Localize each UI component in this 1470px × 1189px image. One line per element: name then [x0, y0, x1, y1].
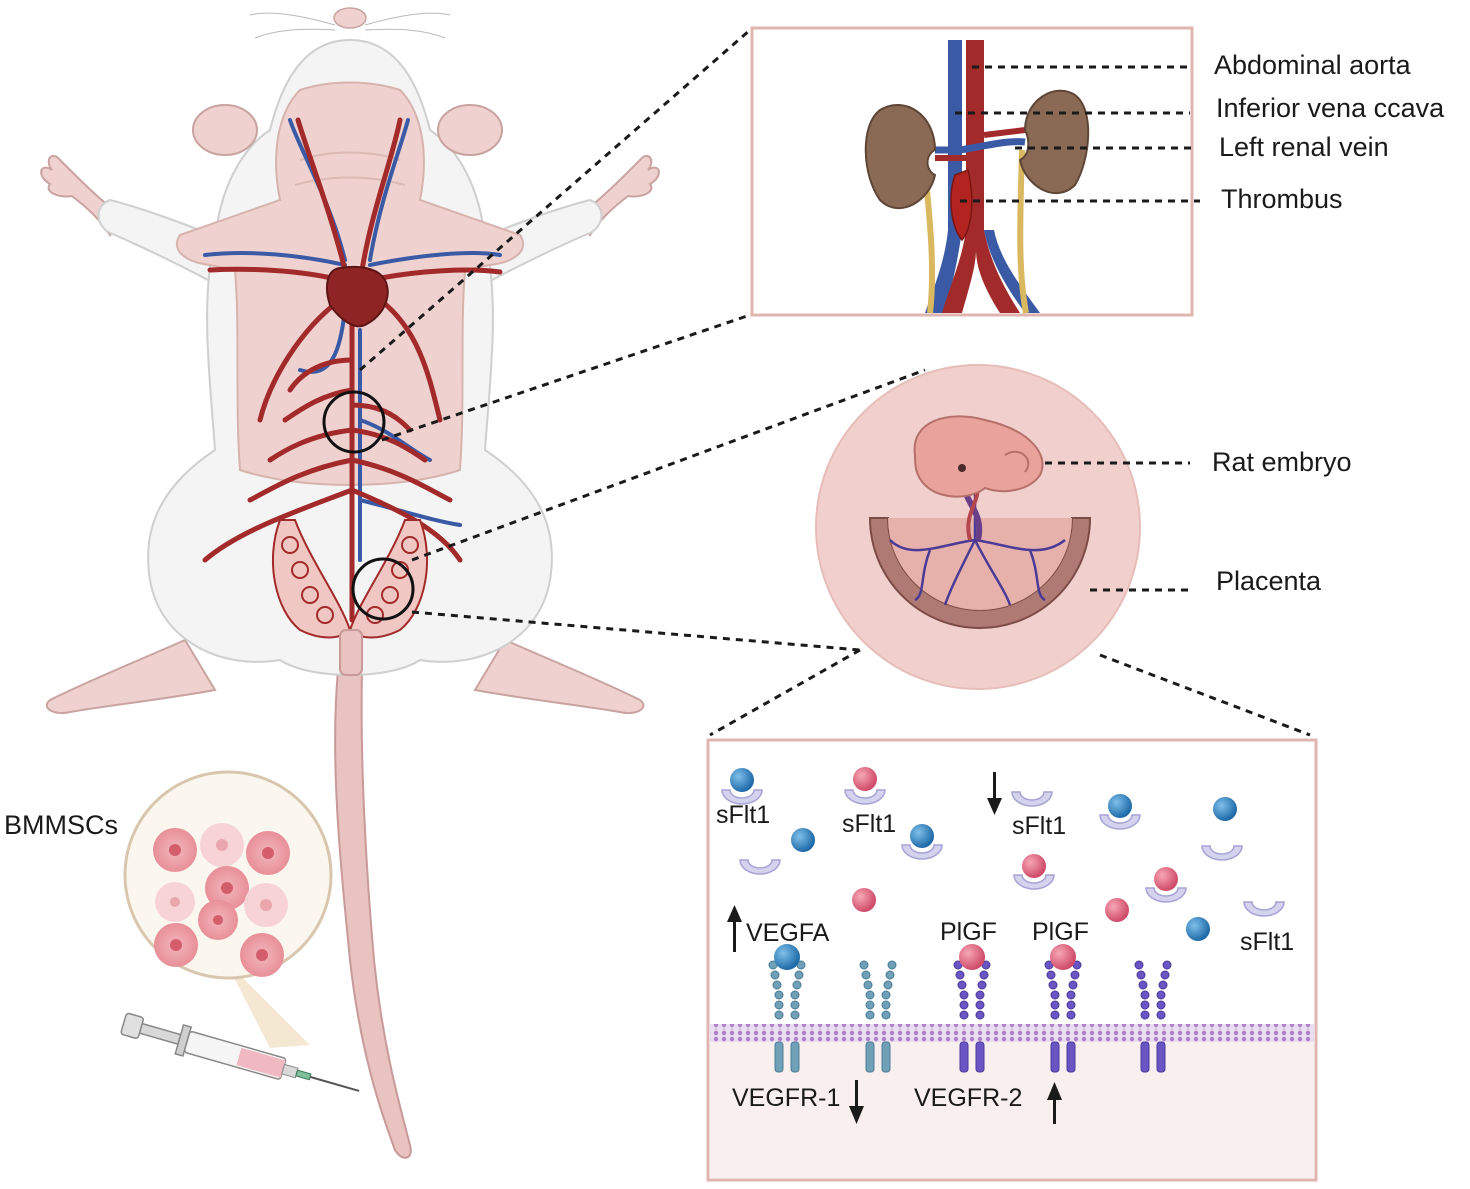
- arrow-down-icon-vegfr1: [849, 1080, 864, 1124]
- arrow-up-icon: [727, 905, 742, 952]
- syringe-icon: [120, 1012, 360, 1092]
- label-inferior-vena-cava: Inferior vena ccava: [1216, 93, 1445, 123]
- cell-icon: [153, 823, 290, 977]
- thrombus-icon: [950, 168, 973, 242]
- label-placenta: Placenta: [1216, 566, 1322, 596]
- rat-hind-foot-right: [473, 638, 645, 714]
- label-rat-embryo: Rat embryo: [1212, 447, 1352, 477]
- arrow-up-icon-vegfr2: [1047, 1082, 1062, 1124]
- sflt1-cups: [739, 791, 1285, 917]
- arrow-down-icon: [987, 772, 1002, 815]
- rat-ear-left: [192, 104, 258, 156]
- kidney-icon: [864, 104, 937, 210]
- heart-icon: [326, 265, 389, 328]
- label-thrombus: Thrombus: [1221, 184, 1343, 214]
- vegfr2-receptors: [953, 960, 1172, 1073]
- free-ligands: [791, 797, 1237, 941]
- label-sflt1-c: sFlt1: [1012, 812, 1066, 840]
- zoom-connectors: [359, 28, 1311, 737]
- bmmsc-cells: BMMSCs: [4, 770, 333, 1048]
- label-vegfa: VEGFA: [746, 919, 830, 947]
- label-vegfr2: VEGFR-2: [914, 1084, 1022, 1112]
- label-plgf-a: PlGF: [940, 918, 997, 946]
- sflt1-plgf-complexes: [844, 767, 1187, 903]
- sflt1-vegf-complexes: [721, 768, 1141, 860]
- zoom-circle-kidney: [322, 390, 386, 454]
- label-bmmscs: BMMSCs: [4, 810, 118, 840]
- rat-ear-right: [437, 104, 503, 156]
- kidney-panel: Abdominal aorta Inferior vena ccava Left…: [750, 26, 1445, 317]
- label-vegfr1: VEGFR-1: [732, 1084, 840, 1112]
- rat-icon: [40, 7, 660, 1159]
- label-sflt1-b: sFlt1: [842, 810, 896, 838]
- label-plgf-b: PlGF: [1032, 918, 1089, 946]
- zoom-circle-uterus: [351, 557, 415, 621]
- label-sflt1-a: sFlt1: [716, 801, 770, 829]
- embryo-icon: [913, 415, 1044, 498]
- vegfr1-receptors: [768, 960, 897, 1073]
- label-abdominal-aorta: Abdominal aorta: [1214, 50, 1412, 80]
- rat-arteries: [202, 117, 503, 623]
- molecular-panel: sFlt1 sFlt1 sFlt1 sFlt1 VEGFA PlGF PlGF …: [706, 738, 1318, 1182]
- rat-tail: [334, 669, 412, 1159]
- rat-hind-foot-left: [45, 638, 217, 714]
- label-sflt1-d: sFlt1: [1240, 928, 1294, 956]
- label-left-renal-vein: Left renal vein: [1219, 132, 1389, 162]
- placenta-zoom: Rat embryo Placenta: [815, 364, 1352, 690]
- kidney-icon-right: [1018, 89, 1090, 195]
